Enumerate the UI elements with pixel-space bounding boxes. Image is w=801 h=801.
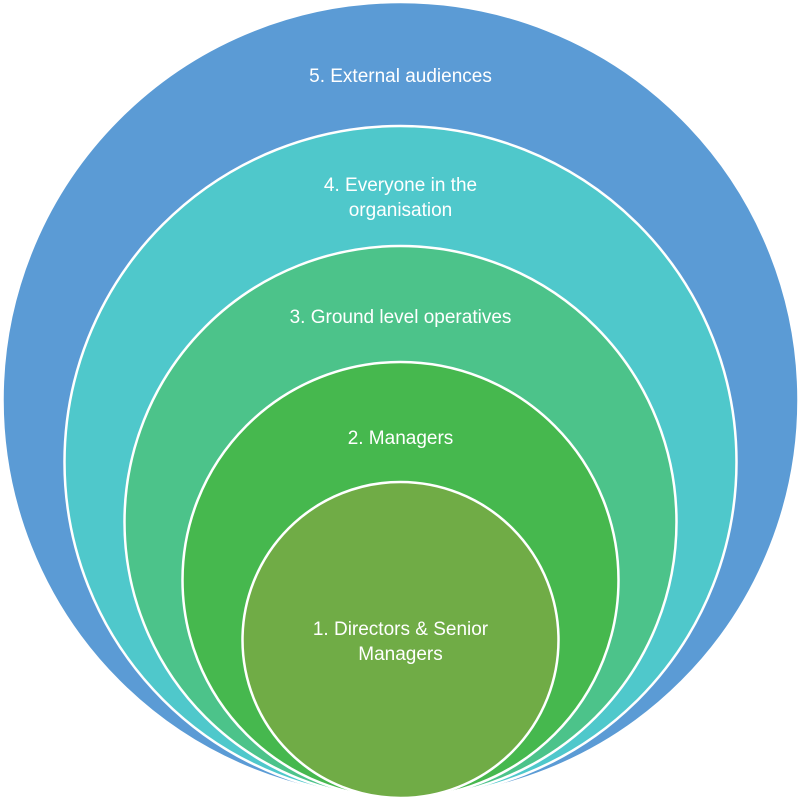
ring-2-label: 2. Managers — [348, 428, 454, 449]
ring-4-label: organisation — [349, 200, 453, 221]
ring-1-label: 1. Directors & Senior — [313, 619, 489, 640]
ring-4-label: 4. Everyone in the — [324, 175, 477, 196]
ring-3-label: 3. Ground level operatives — [290, 307, 512, 328]
ring-5-label: 5. External audiences — [309, 66, 492, 87]
ring-1 — [241, 480, 560, 800]
ring-1-label: Managers — [358, 644, 443, 665]
